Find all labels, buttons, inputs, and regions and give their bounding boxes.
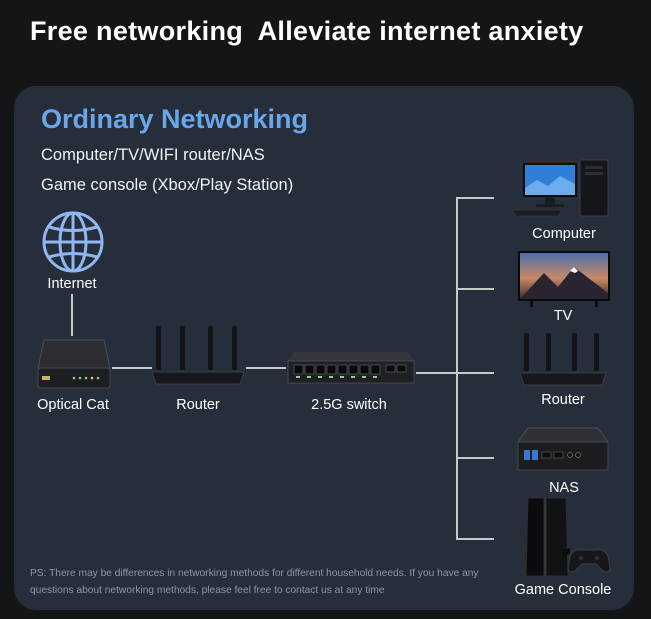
connector-branch-nas [456, 457, 494, 459]
footnote: PS: There may be differences in networki… [30, 568, 479, 596]
label-router: Router [176, 397, 220, 413]
label-game-console: Game Console [514, 582, 612, 598]
connector-branch-computer [456, 197, 494, 199]
label-computer: Computer [532, 226, 596, 242]
game-console-icon [525, 497, 611, 577]
panel-line-consoles: Game console (Xbox/Play Station) [41, 176, 294, 194]
connector-switch-trunk [416, 372, 458, 374]
tv-icon [518, 251, 610, 307]
connector-internet-cat [71, 294, 73, 336]
computer-icon [511, 159, 609, 217]
label-nas: NAS [549, 480, 579, 496]
label-switch: 2.5G switch [311, 397, 387, 413]
connector-branch-router [456, 372, 494, 374]
switch-icon [287, 352, 415, 384]
optical-cat-icon [37, 339, 111, 389]
globe-icon [42, 211, 104, 273]
label-tv: TV [553, 308, 573, 324]
nas-icon [517, 427, 609, 471]
label-internet: Internet [47, 276, 97, 292]
connector-router-switch [246, 367, 286, 369]
label-optical-cat: Optical Cat [37, 397, 109, 413]
connector-trunk-vertical [456, 197, 458, 539]
connector-branch-tv [456, 288, 494, 290]
panel-line-devices: Computer/TV/WIFI router/NAS [41, 146, 265, 164]
router-right-icon [519, 333, 607, 386]
router-icon [151, 326, 245, 385]
connector-cat-router [112, 367, 152, 369]
label-router-right: Router [541, 392, 585, 408]
connector-branch-console [456, 538, 494, 540]
panel-title: Ordinary Networking [41, 104, 309, 134]
headline: Free networking Alleviate internet anxie… [30, 16, 584, 46]
